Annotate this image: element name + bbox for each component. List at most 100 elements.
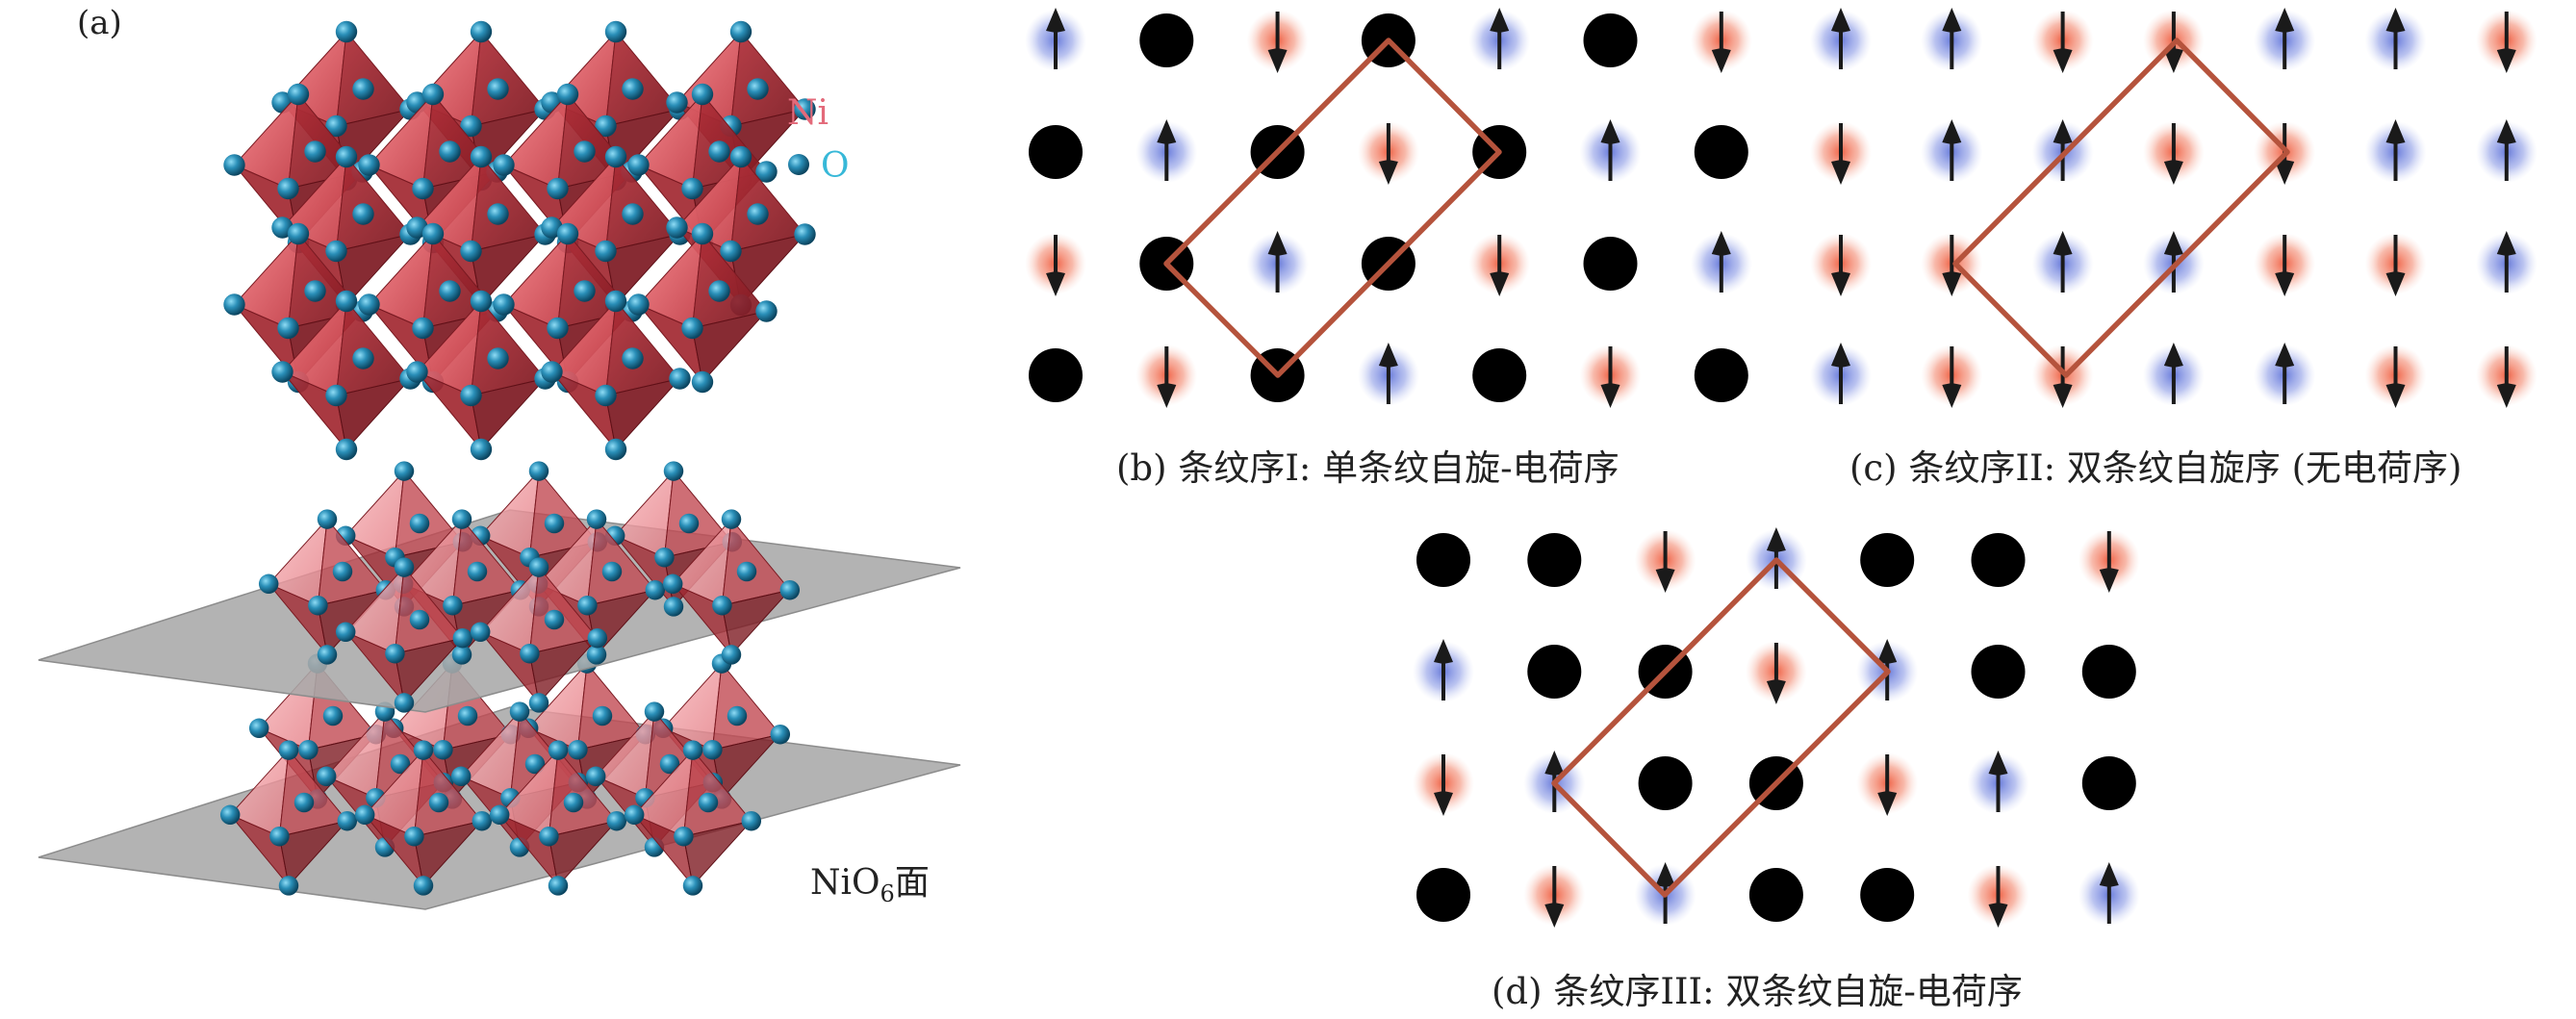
hole-site (1638, 756, 1693, 810)
spin-up-arrow (1046, 8, 1065, 33)
octahedron (406, 290, 556, 461)
oxygen-atom (666, 91, 688, 114)
oxygen-atom (678, 513, 700, 534)
octahedron (470, 557, 608, 713)
spin-up-arrow (1267, 231, 1288, 256)
hole-site (1029, 348, 1083, 402)
oxygen-atom (547, 177, 569, 200)
oxygen-atom (278, 740, 299, 760)
hole-site (1029, 125, 1083, 179)
oxygen-atom (278, 876, 299, 896)
oxygen-atom (452, 627, 473, 649)
spin-down-arrow (1490, 271, 1510, 296)
oxygen-atom (741, 810, 762, 831)
oxygen-atom (587, 627, 608, 649)
octahedron (662, 509, 801, 665)
oxygen-atom (406, 361, 428, 383)
oxygen-atom (487, 78, 509, 100)
oxygen-atom (663, 597, 684, 617)
oxygen-atom (413, 876, 434, 896)
oxygen-atom (470, 622, 491, 643)
oxygen-atom (304, 140, 326, 163)
octahedron-face (548, 820, 619, 887)
spin-down-arrow (1378, 160, 1398, 185)
oxygen-atom (662, 573, 683, 595)
oxygen-atom (622, 78, 644, 100)
spin-up-arrow (1831, 343, 1850, 368)
oxygen-atom (659, 753, 680, 775)
oxygen-atom (433, 739, 453, 760)
oxygen-atom (622, 203, 644, 225)
oxygen-atom (354, 804, 375, 826)
hole-site (1971, 533, 2026, 587)
oxygen-atom (317, 509, 338, 529)
octahedron-face (721, 589, 792, 656)
oxygen-atom (682, 740, 703, 760)
legend-o-label: O (821, 146, 850, 186)
nio6-plane-label: NiO6面 (810, 854, 930, 907)
oxygen-atom (528, 693, 549, 713)
spin-down-arrow (1877, 791, 1898, 816)
oxygen-atom (470, 290, 493, 313)
oxygen-atom (563, 792, 584, 813)
oxygen-atom (352, 78, 374, 100)
octahedron-face (682, 820, 753, 887)
spin-down-arrow (2275, 271, 2295, 296)
hole-site (1416, 868, 1470, 922)
oxygen-atom (271, 361, 293, 383)
oxygen-atom (258, 573, 279, 595)
oxygen-atom (298, 739, 319, 760)
oxygen-atom (460, 384, 482, 407)
oxygen-atom (269, 826, 290, 847)
spin-up-arrow (1711, 231, 1731, 256)
oxygen-atom (223, 293, 245, 316)
oxygen-atom (358, 154, 380, 176)
spin-down-arrow (1711, 48, 1731, 73)
oxygen-atom (755, 161, 778, 183)
spin-up-arrow (1831, 8, 1850, 33)
panel-a-tag: (a) (77, 4, 122, 42)
oxygen-atom (727, 705, 748, 726)
oxygen-atom (721, 645, 742, 665)
spin-down-arrow (2385, 383, 2406, 408)
oxygen-atom (708, 280, 730, 302)
oxygen-atom (394, 461, 415, 481)
octahedron (489, 740, 627, 896)
stripe-order-lattices (1025, 8, 2538, 928)
oxygen-atom (317, 645, 338, 665)
octahedron-face (394, 637, 465, 704)
spin-up-arrow (2099, 862, 2119, 887)
oxygen-atom (595, 115, 617, 138)
spin-down-arrow (2163, 160, 2183, 185)
spin-up-arrow (1600, 119, 1620, 144)
oxygen-atom (548, 876, 569, 896)
oxygen-atom (470, 20, 493, 43)
octahedron-face (528, 637, 599, 704)
oxygen-atom (421, 83, 445, 106)
oxygen-atom (450, 766, 472, 787)
oxygen-atom (467, 561, 488, 582)
oxygen-atom (352, 203, 374, 225)
oxygen-atom (574, 140, 596, 163)
oxygen-atom (316, 766, 337, 787)
spin-up-arrow (1877, 639, 1898, 664)
oxygen-atom (308, 595, 328, 616)
oxygen-atom (736, 561, 757, 582)
octahedron (627, 222, 778, 394)
oxygen-atom (691, 222, 714, 245)
spin-down-arrow (1942, 383, 1962, 408)
oxygen-atom (443, 595, 463, 616)
oxygen-atom (335, 145, 358, 168)
oxygen-atom (409, 609, 430, 630)
oxygen-atom (663, 461, 684, 481)
oxygen-atom (293, 792, 315, 813)
oxygen-atom (681, 177, 703, 200)
spin-down-arrow (2053, 383, 2073, 408)
oxygen-atom (627, 293, 650, 316)
hole-site (1139, 13, 1194, 67)
oxygen-atom (604, 290, 627, 313)
spin-down-arrow (1600, 383, 1620, 408)
oxygen-atom (556, 83, 579, 106)
spin-down-arrow (1942, 271, 1962, 296)
oxygen-atom (622, 347, 644, 369)
